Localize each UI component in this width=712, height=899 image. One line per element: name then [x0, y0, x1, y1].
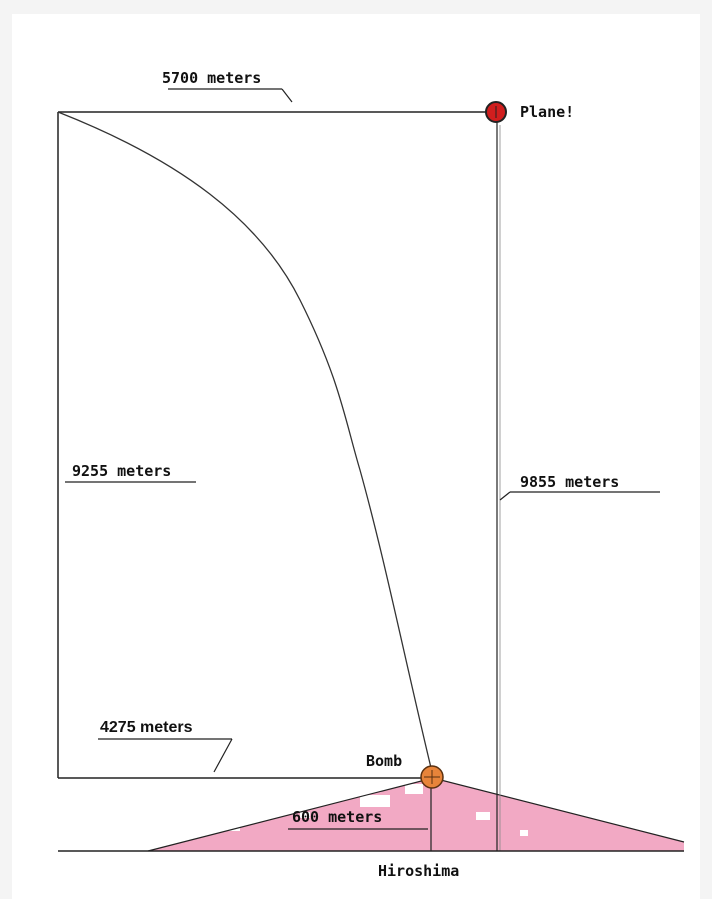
diagram-canvas: 5700 meters Plane! 9255 meters 9855 mete… [12, 14, 700, 899]
blast-gap [476, 812, 490, 820]
blast-gap [360, 795, 390, 807]
leader-4275-tick [213, 738, 233, 773]
blast-area [148, 778, 684, 851]
bomb-trajectory [57, 111, 433, 773]
blast-gap [405, 784, 423, 794]
blast-gap [228, 825, 240, 831]
plane-altitude-label: 9855 meters [520, 473, 619, 491]
leader-5700-tick [281, 88, 293, 103]
city-label: Hiroshima [378, 862, 459, 880]
fall-height-label: 9255 meters [72, 462, 171, 480]
blast-gap [520, 830, 528, 836]
blast-gap [300, 812, 310, 818]
detonation-height-label: 600 meters [292, 808, 382, 826]
leader-9855-tick [499, 491, 511, 501]
horizontal-distance-label: 5700 meters [162, 69, 261, 87]
bomb-label: Bomb [366, 752, 402, 770]
drift-distance-label: 4275 meters [100, 719, 193, 736]
plane-label: Plane! [520, 103, 574, 121]
